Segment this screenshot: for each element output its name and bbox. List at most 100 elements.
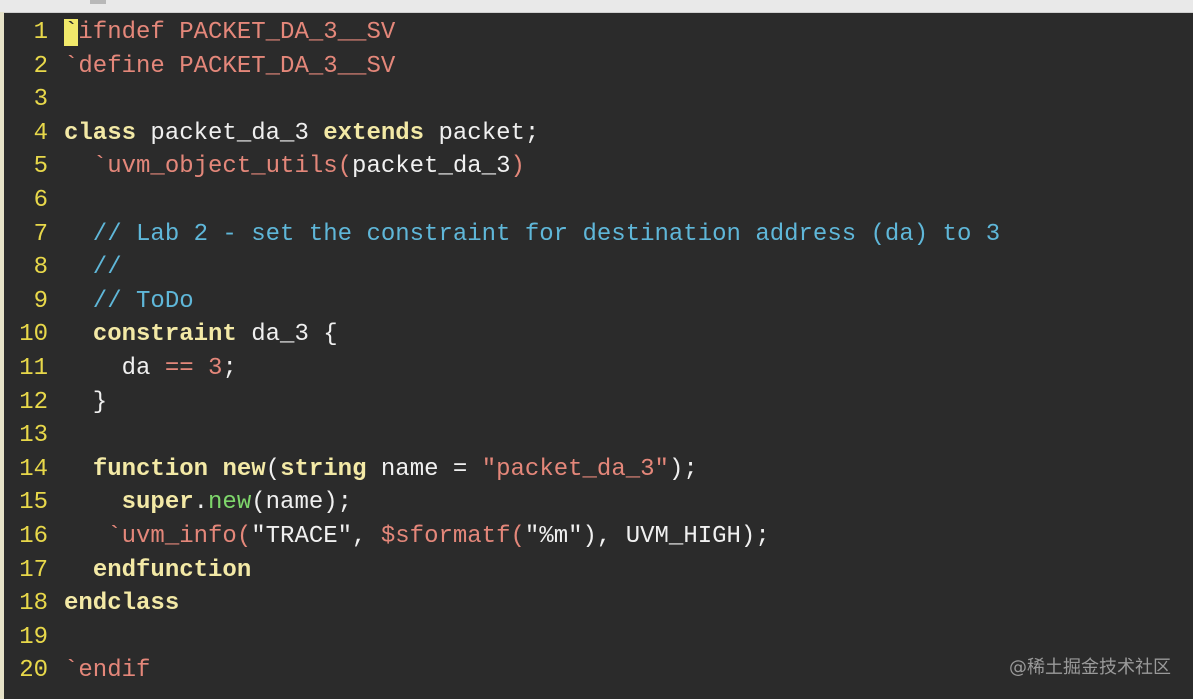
code-token: super — [121, 489, 194, 517]
line-number: 7 — [33, 220, 48, 248]
line-number: 18 — [19, 590, 48, 618]
code-token: new — [208, 489, 252, 517]
code-text: `endif — [64, 654, 150, 688]
code-token: $sformatf( — [380, 522, 525, 550]
code-line[interactable]: 17 endfunction — [10, 554, 1185, 588]
code-token: class — [64, 119, 137, 147]
code-text: // — [64, 251, 122, 285]
code-token — [64, 557, 93, 584]
line-number: 3 — [33, 86, 48, 114]
code-line[interactable]: 13 — [10, 419, 1185, 453]
code-line[interactable]: 20 `endif — [10, 654, 1185, 688]
code-token: endfunction — [92, 556, 252, 584]
code-token: // — [64, 254, 122, 282]
code-token: ( — [265, 455, 281, 483]
code-token — [208, 456, 222, 483]
line-number: 13 — [19, 422, 48, 450]
code-line[interactable]: 15 super.new(name); — [10, 486, 1185, 520]
window-top-strip — [0, 0, 1193, 13]
line-number: 12 — [19, 388, 48, 416]
code-token: packet_da_3 — [352, 153, 511, 181]
code-text: `define PACKET_DA_3__SV — [64, 50, 395, 84]
code-token: function — [92, 455, 209, 483]
line-number: 6 — [33, 186, 48, 214]
code-token: string — [280, 455, 367, 483]
code-token: (name); — [251, 489, 353, 517]
code-token — [64, 489, 122, 516]
code-token: "%m"), UVM_HIGH); — [524, 522, 770, 550]
code-token — [64, 321, 93, 348]
code-line[interactable]: 14 function new(string name = "packet_da… — [10, 453, 1185, 487]
code-editor[interactable]: 1 `ifndef PACKET_DA_3__SV 2 `define PACKET_… — [10, 16, 1185, 688]
code-line[interactable]: 3 — [10, 83, 1185, 117]
code-token — [64, 456, 93, 483]
code-token: extends — [323, 119, 425, 147]
code-line[interactable]: 9 // ToDo — [10, 285, 1185, 319]
code-text: da == 3; — [64, 352, 237, 386]
line-number: 10 — [19, 321, 48, 349]
code-token: 3 — [208, 354, 223, 382]
line-number: 2 — [33, 52, 48, 80]
code-line[interactable]: 10 constraint da_3 { — [10, 318, 1185, 352]
code-token: // ToDo — [64, 287, 194, 315]
code-text: endfunction — [64, 554, 251, 588]
line-number: 8 — [33, 254, 48, 282]
line-number: 17 — [19, 556, 48, 584]
line-number: 1 — [33, 19, 48, 46]
code-token: `uvm_info( — [64, 522, 252, 550]
code-token: `define PACKET_DA_3__SV — [64, 52, 396, 80]
window-tab-marker — [90, 0, 106, 4]
code-line[interactable]: 19 — [10, 621, 1185, 655]
line-number: 14 — [19, 455, 48, 483]
code-text: // ToDo — [64, 285, 194, 319]
line-number: 5 — [33, 153, 48, 181]
line-number: 20 — [19, 657, 48, 685]
code-token: da — [64, 354, 165, 382]
code-line[interactable]: 4 class packet_da_3 extends packet; — [10, 117, 1185, 151]
code-token: == — [164, 354, 194, 382]
code-text: `uvm_info("TRACE", $sformatf("%m"), UVM_… — [64, 520, 770, 554]
line-number: 11 — [19, 354, 48, 382]
code-token: packet_da_3 — [136, 119, 324, 147]
code-token: } — [64, 388, 108, 416]
code-token: constraint — [92, 321, 237, 349]
code-text: // Lab 2 - set the constraint for destin… — [64, 218, 1000, 252]
code-line[interactable]: 5 `uvm_object_utils(packet_da_3) — [10, 150, 1185, 184]
line-number: 19 — [19, 623, 48, 651]
code-token — [194, 355, 208, 382]
code-text: `uvm_object_utils(packet_da_3) — [64, 150, 525, 184]
code-token: `endif — [64, 657, 151, 685]
code-text: constraint da_3 { — [64, 318, 338, 352]
code-token: ; — [222, 354, 237, 382]
code-token: name = — [366, 455, 482, 483]
code-token: "packet_da_3" — [481, 455, 669, 483]
code-text: } — [64, 386, 107, 420]
code-line[interactable]: 1 `ifndef PACKET_DA_3__SV — [10, 16, 1185, 50]
code-token: packet; — [424, 119, 540, 147]
text-cursor: ` — [64, 19, 79, 46]
code-text: super.new(name); — [64, 486, 352, 520]
code-line[interactable]: 18 endclass — [10, 587, 1185, 621]
code-line[interactable]: 2 `define PACKET_DA_3__SV — [10, 50, 1185, 84]
code-line[interactable]: 7 // Lab 2 - set the constraint for dest… — [10, 218, 1185, 252]
line-number: 9 — [33, 287, 48, 315]
code-line[interactable]: 11 da == 3; — [10, 352, 1185, 386]
code-token: . — [193, 489, 209, 517]
code-token: endclass — [64, 590, 180, 618]
code-token: da_3 { — [236, 321, 338, 349]
line-number: 16 — [19, 522, 48, 550]
code-line[interactable]: 16 `uvm_info("TRACE", $sformatf("%m"), U… — [10, 520, 1185, 554]
code-text: class packet_da_3 extends packet; — [64, 117, 539, 151]
code-text: `ifndef PACKET_DA_3__SV — [64, 16, 395, 50]
code-line[interactable]: 6 — [10, 184, 1185, 218]
code-text: function new(string name = "packet_da_3"… — [64, 453, 698, 487]
code-token: ) — [510, 153, 525, 181]
code-line[interactable]: 12 } — [10, 386, 1185, 420]
code-token: `uvm_object_utils( — [64, 153, 353, 181]
line-number: 15 — [19, 489, 48, 517]
code-token: // Lab 2 - set the constraint for destin… — [64, 220, 1001, 248]
code-token: new — [222, 455, 266, 483]
code-line[interactable]: 8 // — [10, 251, 1185, 285]
line-number: 4 — [33, 119, 48, 147]
code-token: ); — [668, 455, 698, 483]
